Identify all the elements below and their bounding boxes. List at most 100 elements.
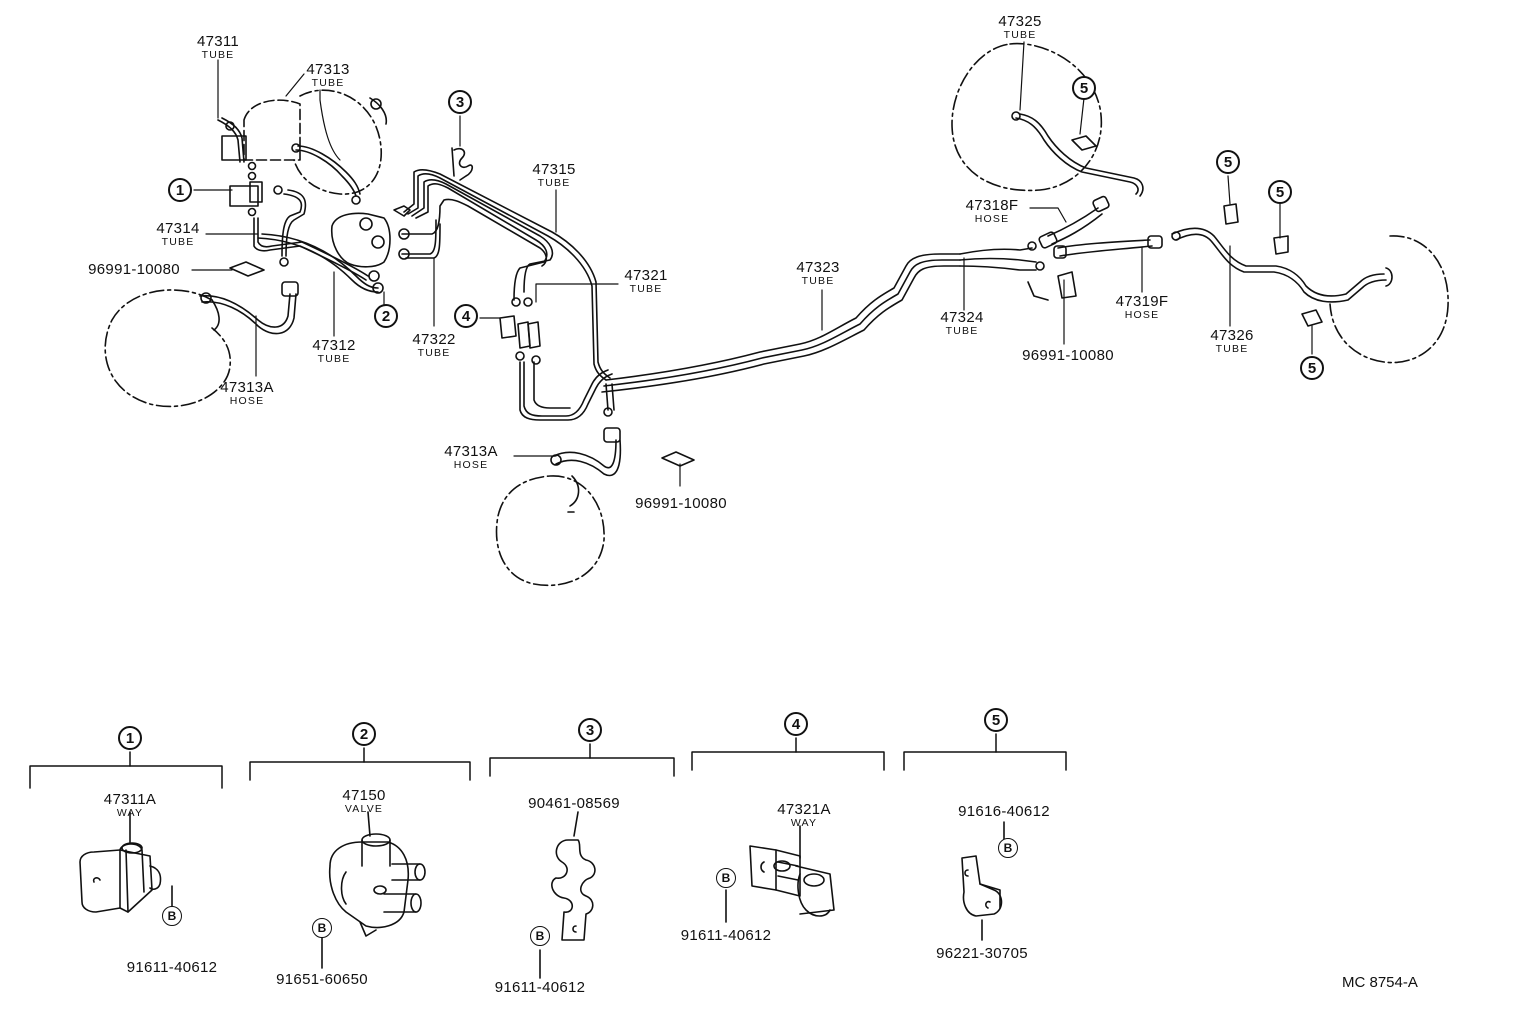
label-96991-10080-left: 96991-10080 <box>88 262 180 277</box>
label-part-type: TUBE <box>417 347 451 359</box>
label-part-number: 47315 <box>532 161 576 178</box>
label-96991-10080-center: 96991-10080 <box>635 496 727 511</box>
label-part-type: VALVE <box>344 803 384 815</box>
front-left-wheel-drum <box>104 289 232 408</box>
detail-4-badge: 4 <box>784 712 808 736</box>
detail-2-bolt-number: 91651-60650 <box>276 972 368 987</box>
label-part-number: 47150 <box>342 787 386 804</box>
rear-right-drum <box>1329 235 1449 364</box>
rear-right-upper-drum <box>951 42 1103 192</box>
label-part-number: 47319F <box>1115 293 1169 310</box>
hose-47313A-front-right <box>550 427 622 477</box>
leader-lines <box>191 41 1313 487</box>
label-part-type: WAY <box>116 807 144 819</box>
bolt-marker-icon: B <box>716 868 736 888</box>
detail-1-way-47311A <box>79 811 173 913</box>
detail-brackets <box>29 733 1067 789</box>
tube-bundle-47315-47322 <box>393 169 611 381</box>
tube-47325 <box>1011 111 1144 197</box>
label-part-type: TUBE <box>537 177 571 189</box>
label-part-number: 47321 <box>624 267 668 284</box>
label-part-type: WAY <box>790 817 818 829</box>
callout-2: 2 <box>374 304 398 328</box>
label-part-type: TUBE <box>311 77 345 89</box>
label-part-number: 96991-10080 <box>635 495 727 512</box>
way-4-installed <box>499 315 541 349</box>
label-part-number: 47322 <box>412 331 456 348</box>
label-part-number: 47323 <box>796 259 840 276</box>
hose-47318F <box>1038 195 1110 249</box>
label-part-number: 90461-08569 <box>528 795 620 812</box>
bolt-marker-icon: B <box>312 918 332 938</box>
label-part-type: TUBE <box>201 49 235 61</box>
label-part-number: 96991-10080 <box>88 261 180 278</box>
diagram-code: MC 8754-A <box>1342 974 1418 991</box>
label-part-type: TUBE <box>1003 29 1037 41</box>
label-part-number: 47318F <box>965 197 1019 214</box>
label-part-type: TUBE <box>317 353 351 365</box>
label-part-number: 47314 <box>156 220 200 237</box>
label-part-number: 47313A <box>444 443 498 460</box>
bolt-marker-icon: B <box>998 838 1018 858</box>
label-part-number: 47312 <box>312 337 356 354</box>
detail-1-bolt-number: 91611-40612 <box>127 960 218 975</box>
label-part-number: 47326 <box>1210 327 1254 344</box>
label-part-type: TUBE <box>629 283 663 295</box>
label-part-number: 47313 <box>306 61 350 78</box>
callout-4: 4 <box>454 304 478 328</box>
label-part-number: 47313A <box>220 379 274 396</box>
label-part-number: 47311 <box>196 33 240 50</box>
detail-5-badge: 5 <box>984 708 1008 732</box>
label-part-type: HOSE <box>1124 309 1160 321</box>
clamp-3-installed <box>451 147 474 181</box>
bracket-96991-center <box>661 451 695 467</box>
label-part-number: 47325 <box>998 13 1042 30</box>
bolt-marker-icon: B <box>162 906 182 926</box>
bracket-96991-right <box>1027 271 1077 301</box>
label-part-type: TUBE <box>801 275 835 287</box>
callout-3: 3 <box>448 90 472 114</box>
label-part-number: 91651-60650 <box>276 971 368 988</box>
tube-47323 <box>601 253 961 393</box>
detail-5-clamp-96221 <box>961 821 1005 941</box>
tube-47326 <box>1171 227 1387 303</box>
label-part-type: HOSE <box>453 459 489 471</box>
label-part-number: 91611-40612 <box>494 979 586 996</box>
detail-2-badge: 2 <box>352 722 376 746</box>
bolt-marker-icon: B <box>530 926 550 946</box>
callout-5: 5 <box>1072 76 1096 100</box>
label-96991-10080-right: 96991-10080 <box>1022 348 1114 363</box>
label-part-type: TUBE <box>161 236 195 248</box>
label-part-type: HOSE <box>974 213 1010 225</box>
callout-5: 5 <box>1300 356 1324 380</box>
detail-4-bolt-number: 91611-40612 <box>681 928 772 943</box>
tube-47312 <box>257 233 379 293</box>
callout-5: 5 <box>1268 180 1292 204</box>
detail-3-part-label: 90461-08569 <box>528 796 620 811</box>
label-part-number: 96221-30705 <box>936 945 1028 962</box>
label-part-number: 91616-40612 <box>958 803 1050 820</box>
detail-4-way-47321A <box>725 825 835 923</box>
tube-47311 <box>217 117 257 181</box>
master-cylinder-booster <box>221 89 388 195</box>
label-part-number: 47321A <box>777 801 831 818</box>
two-way-fitting <box>229 181 283 217</box>
label-part-number: 47311A <box>103 791 157 808</box>
label-part-number: 91611-40612 <box>680 927 772 944</box>
detail-5-part-label: 91616-40612 <box>958 804 1050 819</box>
